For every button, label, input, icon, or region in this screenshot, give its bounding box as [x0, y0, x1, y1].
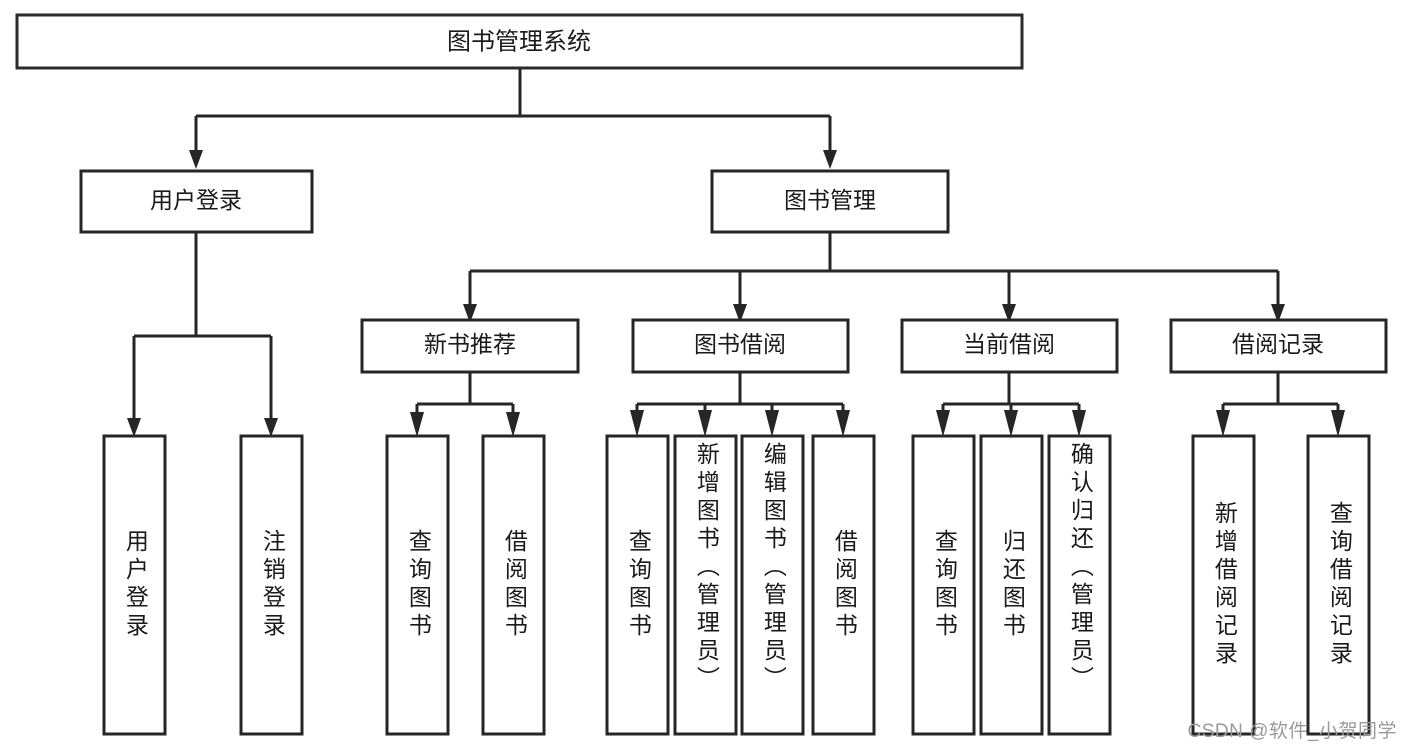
edges-user-login-to-leaves — [127, 232, 278, 437]
node-book-borrow-label: 图书借阅 — [694, 331, 786, 357]
node-borrow-records-rect[interactable] — [1169, 318, 1388, 374]
node-current-borrow-label: 当前借阅 — [963, 331, 1055, 357]
leaf-rect-add-record[interactable] — [1191, 434, 1256, 736]
csdn-watermark: CSDN @软件_小贺同学 — [1187, 721, 1397, 742]
node-book-borrow-rect[interactable] — [631, 318, 850, 374]
node-user-login-label: 用户登录 — [150, 187, 242, 213]
arrowhead-cb-leaf-2 — [1004, 410, 1018, 437]
arrowhead-cb-leaf-1 — [936, 410, 950, 437]
arrowhead-bb-leaf-2 — [698, 410, 712, 437]
leaf-rect-query-book-1[interactable] — [385, 434, 450, 736]
arrowhead-l3-new-book — [463, 304, 477, 323]
leaf-rect-query-book-2[interactable] — [605, 434, 670, 736]
leaf-rect-return-book[interactable] — [979, 434, 1044, 736]
node-borrow-records[interactable]: 借阅记录 — [1169, 318, 1388, 374]
node-new-book-recommend-rect[interactable] — [360, 318, 580, 374]
edges-book-borrow-to-leaves — [630, 372, 850, 437]
arrowhead-bb-leaf-1 — [630, 410, 644, 437]
node-user-login[interactable]: 用户登录 — [79, 169, 314, 234]
leaf-rect-borrow-book-1[interactable] — [481, 434, 546, 736]
arrowhead-ul-leaf-2 — [264, 418, 278, 437]
arrowhead-ul-leaf-1 — [127, 418, 141, 437]
arrowhead-nbr-leaf-2 — [506, 412, 520, 437]
arrowhead-book-mgmt — [823, 150, 837, 169]
leaf-rect-query-book-3[interactable] — [911, 434, 976, 736]
arrowhead-l3-borrow — [733, 304, 747, 323]
node-current-borrow-rect[interactable] — [900, 318, 1119, 374]
arrowhead-cb-leaf-3 — [1072, 410, 1086, 437]
leaf-rect-query-record[interactable] — [1306, 434, 1371, 736]
node-new-book-recommend-label: 新书推荐 — [424, 331, 516, 357]
edges-new-book-recommend-to-leaves — [410, 372, 520, 437]
arrowhead-user-login — [189, 150, 203, 169]
arrowhead-bb-leaf-4 — [836, 410, 850, 437]
arrowhead-l3-current — [1002, 304, 1016, 323]
leaf-rect-user-login[interactable] — [102, 434, 167, 736]
arrowhead-l3-records — [1271, 304, 1285, 323]
node-current-borrow[interactable]: 当前借阅 — [900, 318, 1119, 374]
node-root-label: 图书管理系统 — [447, 28, 591, 55]
leaf-boxes — [102, 434, 1371, 736]
leaf-rect-edit-book[interactable] — [740, 434, 805, 736]
node-new-book-recommend[interactable]: 新书推荐 — [360, 318, 580, 374]
node-book-management-label: 图书管理 — [784, 187, 876, 213]
node-book-management[interactable]: 图书管理 — [710, 169, 950, 234]
node-book-management-rect[interactable] — [710, 169, 950, 234]
arrowhead-br-leaf-1 — [1216, 410, 1230, 437]
node-borrow-records-label: 借阅记录 — [1232, 331, 1324, 357]
node-book-borrow[interactable]: 图书借阅 — [631, 318, 850, 374]
arrowhead-nbr-leaf-1 — [410, 412, 424, 437]
edges-current-borrow-to-leaves — [936, 372, 1086, 437]
node-root[interactable]: 图书管理系统 — [15, 13, 1024, 70]
node-root-rect[interactable] — [15, 13, 1024, 70]
leaf-rect-confirm-return[interactable] — [1047, 434, 1112, 736]
edges-root-to-level2 — [189, 68, 837, 169]
leaf-rect-add-book[interactable] — [673, 434, 738, 736]
arrowhead-br-leaf-2 — [1331, 410, 1345, 437]
edges-book-mgmt-to-level3 — [463, 232, 1285, 323]
arrowhead-bb-leaf-3 — [765, 410, 779, 437]
edges-borrow-records-to-leaves — [1216, 372, 1345, 437]
leaf-rect-logout[interactable] — [239, 434, 304, 736]
leaf-rect-borrow-book-2[interactable] — [811, 434, 876, 736]
